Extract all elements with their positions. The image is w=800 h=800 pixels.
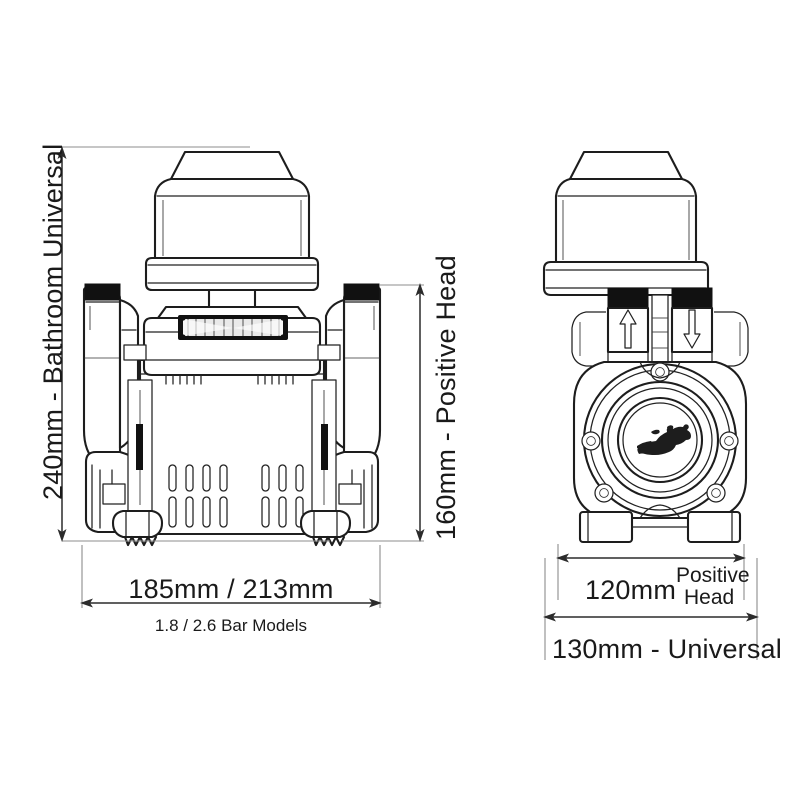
front-view-group bbox=[82, 150, 382, 547]
flow-inlet-arrow-up bbox=[619, 309, 637, 349]
dimension-width-front: 185mm / 213mm 1.8 / 2.6 Bar Models bbox=[80, 545, 382, 635]
foot-left bbox=[111, 509, 164, 547]
dimension-label-160: 160mm - Positive Head bbox=[431, 255, 461, 540]
salamander-logo bbox=[637, 424, 691, 455]
housing-bolt-heads bbox=[581, 362, 739, 503]
mount-brackets-front bbox=[123, 344, 341, 515]
motor-cylinder-body-side bbox=[554, 177, 698, 264]
inlet-port-cap bbox=[607, 287, 649, 309]
dimension-label-130: 130mm - Universal bbox=[552, 634, 782, 664]
dimension-height-240: 240mm - Bathroom Universal bbox=[38, 144, 330, 542]
dimension-width-120: 120mm Positive Head bbox=[556, 544, 750, 609]
dimension-sublabel-bar-models: 1.8 / 2.6 Bar Models bbox=[155, 616, 307, 635]
dimension-label-240: 240mm - Bathroom Universal bbox=[38, 144, 68, 500]
dimension-label-120: 120mm bbox=[585, 575, 676, 605]
terminal-block-cover bbox=[142, 305, 322, 385]
motor-shaft-collar bbox=[207, 288, 257, 309]
dimension-width-130: 130mm - Universal bbox=[543, 558, 782, 664]
flow-outlet-arrow-down bbox=[683, 309, 701, 349]
dimension-note-head: Head bbox=[684, 586, 734, 609]
motor-cylinder-body bbox=[153, 177, 311, 260]
motor-collar-band bbox=[144, 256, 320, 292]
dimension-note-positive: Positive bbox=[676, 564, 750, 587]
motor-assembly-front bbox=[144, 150, 320, 309]
foot-right bbox=[299, 509, 352, 547]
dimension-label-width-front: 185mm / 213mm bbox=[128, 574, 333, 604]
dimension-height-160: 160mm - Positive Head bbox=[342, 255, 461, 542]
anti-vibration-feet-front bbox=[111, 509, 352, 547]
side-view-group bbox=[542, 150, 749, 544]
outlet-port-cap bbox=[671, 287, 713, 309]
motor-top-dome-side bbox=[568, 150, 684, 181]
motor-top-dome bbox=[169, 150, 295, 181]
circular-volute-housing bbox=[572, 360, 748, 520]
side-lugs bbox=[571, 311, 749, 367]
anti-vibration-feet-side bbox=[578, 510, 742, 544]
